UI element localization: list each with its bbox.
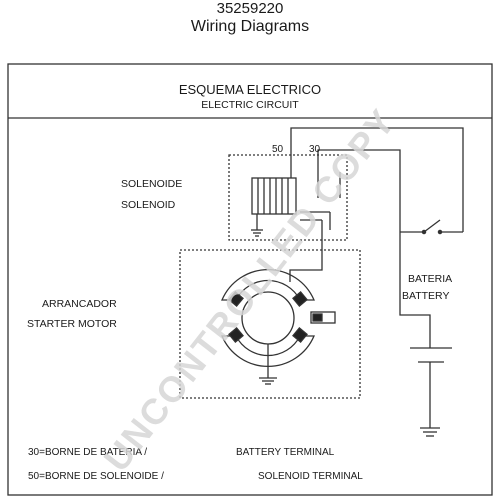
legend-line2-en: SOLENOID TERMINAL (258, 471, 363, 482)
wire-terminal-30 (317, 149, 401, 232)
starter-motor-box (179, 249, 361, 399)
starter-label-en: STARTER MOTOR (27, 318, 117, 330)
motor-symbol (221, 268, 315, 368)
solenoid-label-en: SOLENOID (121, 199, 176, 211)
document-title: Wiring Diagrams (190, 18, 310, 35)
legend-line1-es: 30=BORNE DE BATERIA / (28, 447, 148, 458)
battery-label-es: BATERIA (408, 273, 453, 285)
terminal-50-label: 50 (272, 144, 284, 155)
panel-title-es: ESQUEMA ELECTRICO (178, 82, 322, 97)
solenoid-label-es: SOLENOIDE (121, 178, 183, 190)
part-number: 35259220 (216, 0, 284, 17)
wire-battery (399, 232, 431, 348)
brush-holder (310, 311, 336, 324)
terminal-30-label: 30 (309, 144, 321, 155)
legend-line1-en: BATTERY TERMINAL (236, 447, 335, 458)
diagram-frame (7, 63, 493, 496)
panel-title-en: ELECTRIC CIRCUIT (201, 99, 299, 111)
solenoid-coil (251, 177, 297, 215)
starter-label-es: ARRANCADOR (42, 298, 117, 310)
solenoid-box (228, 154, 348, 241)
battery-label-en: BATTERY (402, 290, 450, 302)
legend-line2-es: 50=BORNE DE SOLENOIDE / (28, 471, 164, 482)
